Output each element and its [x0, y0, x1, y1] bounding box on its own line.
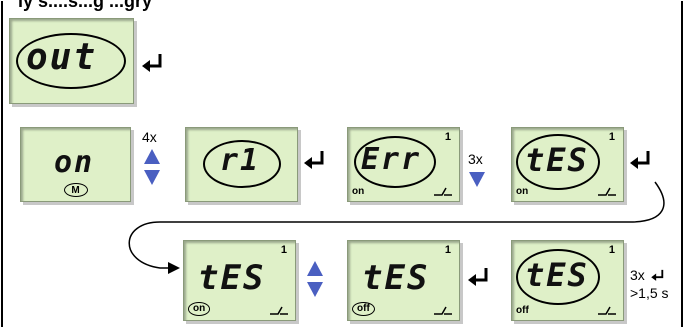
mode-badge: M	[63, 183, 88, 197]
edge-symbol-icon	[598, 306, 616, 315]
channel-number: 1	[444, 131, 451, 143]
step-count-label: 3x	[630, 267, 645, 283]
display-ring	[16, 33, 126, 89]
display-text: tES	[525, 141, 589, 179]
edge-symbol-icon	[270, 306, 288, 315]
enter-arrow-icon	[468, 268, 488, 286]
output-state: on	[352, 186, 365, 197]
enter-arrow-icon	[630, 151, 650, 169]
display-tes-1: 1 tES on	[511, 127, 624, 202]
up-down-arrow-icon	[307, 261, 323, 297]
display-tes-3: 1 tES off	[347, 240, 460, 321]
output-state: on	[516, 186, 529, 197]
display-text: tES	[362, 258, 430, 298]
display-on-m: on M	[20, 127, 131, 202]
output-state: off	[516, 305, 529, 316]
display-text: r1	[220, 143, 261, 178]
hold-time-label: >1,5 s	[630, 285, 669, 301]
up-down-arrow-icon	[144, 149, 160, 185]
display-text: on	[54, 145, 95, 180]
display-out: out	[9, 18, 134, 104]
display-text: out	[26, 37, 98, 78]
step-count-label: 4x	[142, 129, 157, 145]
channel-number: 1	[608, 244, 615, 256]
channel-number: 1	[280, 244, 287, 256]
display-r1: r1	[185, 127, 298, 202]
edge-symbol-icon	[434, 306, 452, 315]
display-text: Err	[361, 142, 422, 177]
edge-symbol-icon	[434, 187, 452, 196]
output-state: on	[188, 302, 211, 316]
enter-arrow-icon	[651, 269, 664, 281]
display-text: tES	[525, 256, 589, 294]
output-state: off	[352, 302, 375, 316]
display-tes-2: 1 tES on	[183, 240, 296, 321]
down-arrow-icon	[469, 172, 485, 187]
edge-symbol-icon	[598, 187, 616, 196]
display-tes-4: 1 tES off	[511, 240, 624, 321]
step-count-label: 3x	[468, 151, 483, 167]
enter-arrow-icon	[142, 54, 162, 72]
display-ring	[516, 249, 600, 305]
enter-arrow-icon	[304, 151, 324, 169]
display-text: tES	[198, 258, 266, 298]
header-text: ly s....s...g ...gry	[18, 0, 153, 11]
channel-number: 1	[608, 131, 615, 143]
display-err: 1 Err on	[347, 127, 460, 202]
channel-number: 1	[444, 244, 451, 256]
